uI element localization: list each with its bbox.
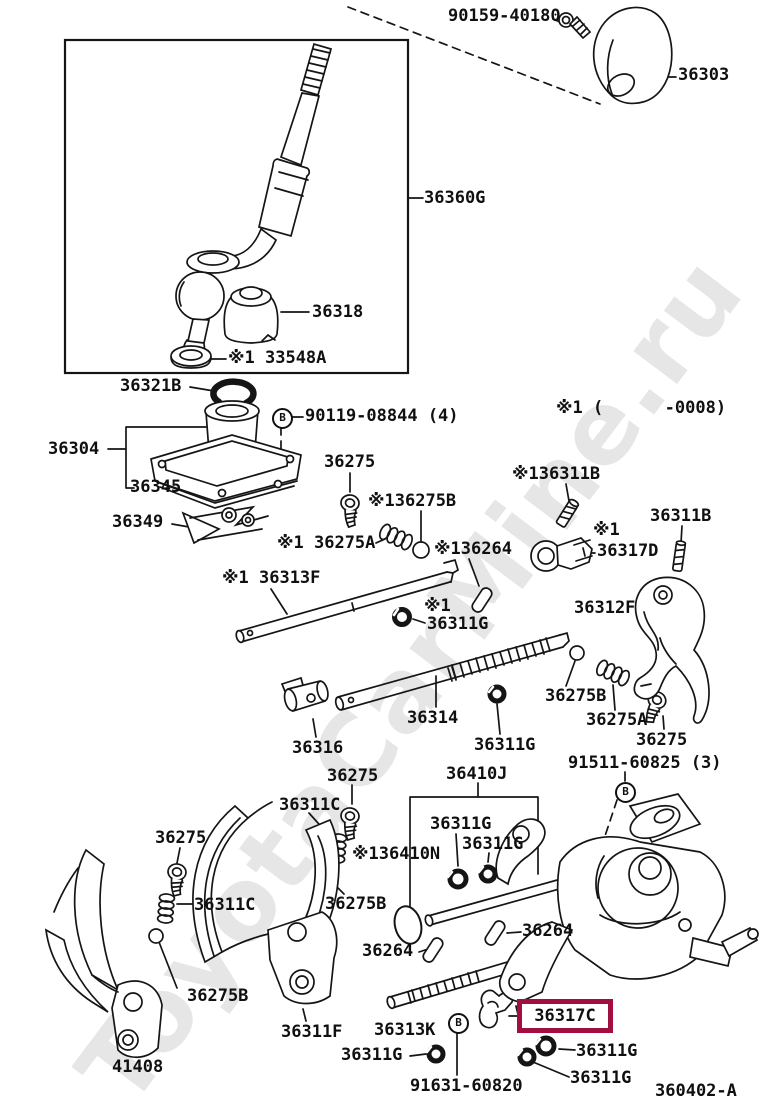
part-label-36264-2: 36264 [362, 941, 414, 961]
part-label-36311b-2: 36311B [650, 506, 712, 526]
rod-36313f-drawing [235, 558, 460, 644]
part-label-36275b-1: ※136275B [368, 491, 457, 511]
snap-ring-drawing [210, 378, 257, 407]
part-label-36318: 36318 [312, 302, 364, 322]
part-label-36316: 36316 [292, 738, 344, 758]
part-label-36275-4: 36275 [155, 828, 207, 848]
part-label-17d-note: ※1 [593, 520, 620, 540]
knob-screw-drawing [558, 12, 592, 40]
part-label-36311g-3: 36311G [430, 814, 492, 834]
fork-36311f-drawing [192, 801, 340, 1005]
part-label-36312f: 36312F [574, 598, 636, 618]
part-label-36275-1: 36275 [324, 452, 376, 472]
part-label-36264-3: 36264 [522, 921, 574, 941]
part-label-36313k: 36313K [374, 1020, 436, 1040]
part-label-36311c-2: 36311C [194, 895, 256, 915]
part-label-36313f: ※1 36313F [222, 568, 321, 588]
part-label-36317d: 36317D [597, 541, 659, 561]
fork-36312f-drawing [633, 576, 710, 724]
part-label-36304: 36304 [48, 439, 100, 459]
part-label-33548a: ※1 33548A [228, 348, 327, 368]
part-label-36264-1: ※136264 [434, 539, 512, 559]
ball-drawing [148, 541, 585, 944]
part-label-36314: 36314 [407, 708, 459, 728]
part-label-36317c: 36317C [534, 1006, 596, 1026]
part-label-36311g-5: 36311G [341, 1045, 403, 1065]
part-label-36275-3: 36275 [327, 766, 379, 786]
part-label-91511-60825: 91511-60825 (3) [568, 753, 722, 773]
part-label-36303: 36303 [678, 65, 730, 85]
washer-ring-splits [392, 607, 542, 1057]
head-36316-drawing [280, 676, 329, 713]
fork-41408-drawing [44, 848, 163, 1059]
highlight-box-36317c: 36317C [517, 999, 613, 1033]
part-label-36321b: 36321B [120, 376, 182, 396]
part-label-41408: 41408 [112, 1057, 164, 1077]
part-label-36311g-7: 36311G [570, 1068, 632, 1088]
part-label-90159-40180: 90159-40180 [448, 6, 561, 26]
diagram-code: 360402-A [655, 1081, 737, 1101]
lever-cap-drawing [223, 286, 279, 344]
part-label-36311g-4: 36311G [462, 834, 524, 854]
shift-lever-drawing [175, 42, 333, 358]
lever-box-frame [63, 38, 410, 375]
head-36317c-drawing [478, 989, 514, 1029]
shift-knob-drawing [592, 6, 673, 105]
part-label-36311f: 36311F [281, 1022, 343, 1042]
part-label-36275a-1: ※1 36275A [277, 533, 376, 553]
spring-drawing [156, 893, 176, 924]
select-lever-assembly-drawing [495, 793, 759, 1003]
part-label-90119-08844: 90119-08844 (4) [305, 406, 459, 426]
part-label-36360g: 36360G [424, 188, 486, 208]
bolt-symbol-b: B [448, 1013, 469, 1034]
bolt-symbol-b: B [272, 408, 293, 429]
lever-seat-drawing [170, 345, 212, 369]
bolt-symbol-b: B [615, 782, 636, 803]
gasket-36410n-drawing [393, 905, 423, 945]
part-label-ring1-note: ※1 [424, 596, 451, 616]
screw-drawing [340, 494, 360, 529]
spring-drawing [378, 523, 414, 551]
part-label-36410n: ※136410N [352, 844, 441, 864]
part-label-36311g-2: 36311G [474, 735, 536, 755]
housing-drawing [150, 400, 302, 509]
spring-drawing [595, 659, 631, 687]
part-label-36349: 36349 [112, 512, 164, 532]
part-label-36275b-2: 36275B [545, 686, 607, 706]
roll-pin-drawing [555, 498, 580, 528]
washer-ring-drawing [392, 607, 557, 1067]
rod-36314-drawing [334, 631, 570, 711]
part-label-36275b-4: 36275B [187, 986, 249, 1006]
part-label-36275-2: 36275 [636, 730, 688, 750]
part-label-91631-60820: 91631-60820 [410, 1076, 523, 1096]
part-label-36311c-1: 36311C [279, 795, 341, 815]
part-label-36345: 36345 [130, 477, 182, 497]
screw-drawing [167, 863, 187, 897]
part-label-36410j: 36410J [446, 764, 508, 784]
part-label-36311g-6: 36311G [576, 1041, 638, 1061]
spring-clip-drawing [181, 505, 269, 545]
head-36317d-drawing [530, 537, 593, 572]
dowel-pin-drawing [422, 587, 506, 963]
screw-drawing [340, 807, 360, 841]
note-label: ※1 ( -0008) [556, 398, 727, 418]
part-label-36311g-1: 36311G [427, 614, 489, 634]
roll-pin-drawing [672, 540, 687, 573]
part-label-36275a-2: 36275A [586, 710, 648, 730]
part-label-36275b-3: 36275B [325, 894, 387, 914]
part-label-36311b-1: ※136311B [512, 464, 601, 484]
